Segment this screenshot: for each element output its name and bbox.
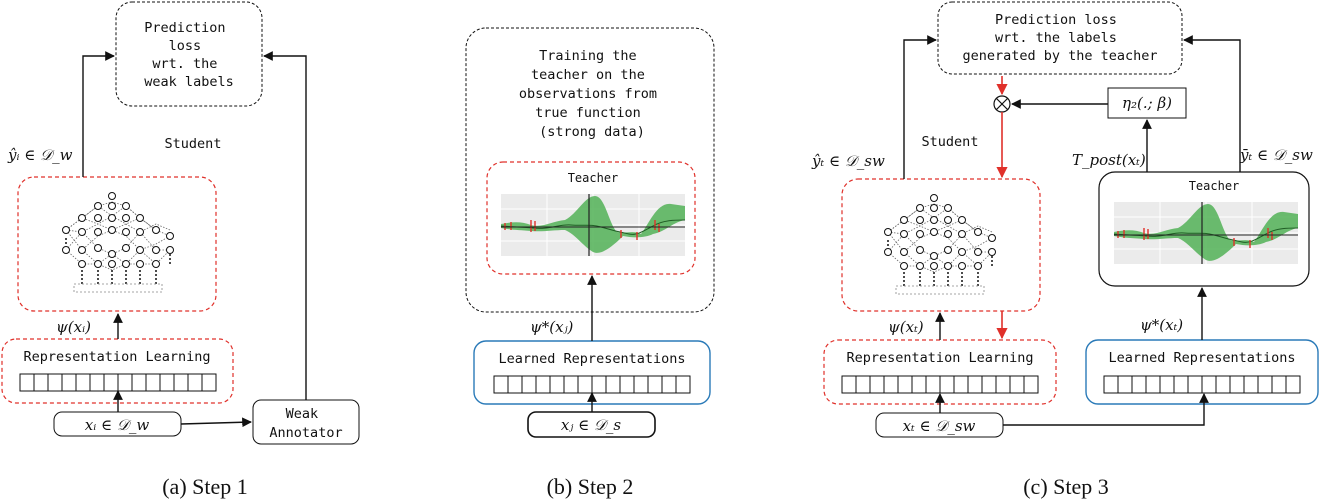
student-network-box xyxy=(17,176,217,312)
training-box xyxy=(465,27,715,313)
teacher-box xyxy=(1098,171,1310,287)
eta-box xyxy=(1107,87,1187,119)
caption-b: (b) Step 2 xyxy=(547,474,634,499)
psi-star-label: ψ*(xₜ) xyxy=(1140,316,1183,334)
psi-label: ψ(xᵢ) xyxy=(56,318,91,336)
student-label: Student xyxy=(165,136,222,152)
training-text: Training the teacher on the observations… xyxy=(519,48,665,140)
panel-a-arrows xyxy=(82,51,307,428)
representation-learning-label: Representation Learning xyxy=(847,350,1034,366)
panel-b: Training the teacher on the observations… xyxy=(465,27,715,499)
prediction-loss-text: Prediction loss wrt. the weak labels xyxy=(144,20,233,90)
representation-strip xyxy=(19,373,217,392)
tpost-label: T_post(xₜ) xyxy=(1072,151,1146,169)
teacher-label: Teacher xyxy=(1189,179,1240,193)
representation-strip xyxy=(1103,375,1301,394)
prediction-loss-box xyxy=(115,1,263,107)
neural-network-icon xyxy=(61,191,175,293)
student-network-box xyxy=(841,178,1041,312)
yhat-label: ŷₜ ∈ 𝒟_sw xyxy=(811,152,885,170)
representation-learning-label: Representation Learning xyxy=(24,349,211,365)
eta-label: η₂(.; β) xyxy=(1122,94,1172,112)
panel-c: Prediction loss wrt. the labels generate… xyxy=(811,1,1319,499)
caption-c: (c) Step 3 xyxy=(1023,474,1109,499)
panel-a: Prediction loss wrt. the weak labels Stu… xyxy=(1,1,360,499)
input-label: xⱼ ∈ 𝒟_s xyxy=(561,416,622,434)
input-label: xᵢ ∈ 𝒟_w xyxy=(85,416,150,434)
prediction-loss-box xyxy=(937,1,1183,75)
psi-star-label: ψ*(xⱼ) xyxy=(530,318,574,336)
ybar-label: ȳₜ ∈ 𝒟_sw xyxy=(1239,146,1313,164)
psi-label: ψ(xₜ) xyxy=(888,318,924,336)
prediction-loss-text: Prediction loss wrt. the labels generate… xyxy=(962,12,1157,64)
representation-strip xyxy=(841,375,1039,394)
gp-plot-icon xyxy=(500,193,686,257)
weak-annotator-text: Weak Annotator xyxy=(269,406,342,441)
teacher-label: Teacher xyxy=(568,171,619,185)
neural-network-icon xyxy=(883,193,997,295)
student-label: Student xyxy=(922,134,979,150)
representation-strip xyxy=(493,375,691,394)
gp-plot-icon xyxy=(1113,201,1299,265)
product-node xyxy=(993,95,1011,113)
learned-representations-label: Learned Representations xyxy=(499,351,686,367)
yhat-label: ŷᵢ ∈ 𝒟_w xyxy=(7,146,73,164)
panel-c-black-arrows xyxy=(903,35,1241,426)
learned-representations-label: Learned Representations xyxy=(1109,350,1296,366)
input-label: xₜ ∈ 𝒟_sw xyxy=(903,417,976,435)
caption-a: (a) Step 1 xyxy=(162,474,248,499)
teacher-box xyxy=(486,161,696,275)
